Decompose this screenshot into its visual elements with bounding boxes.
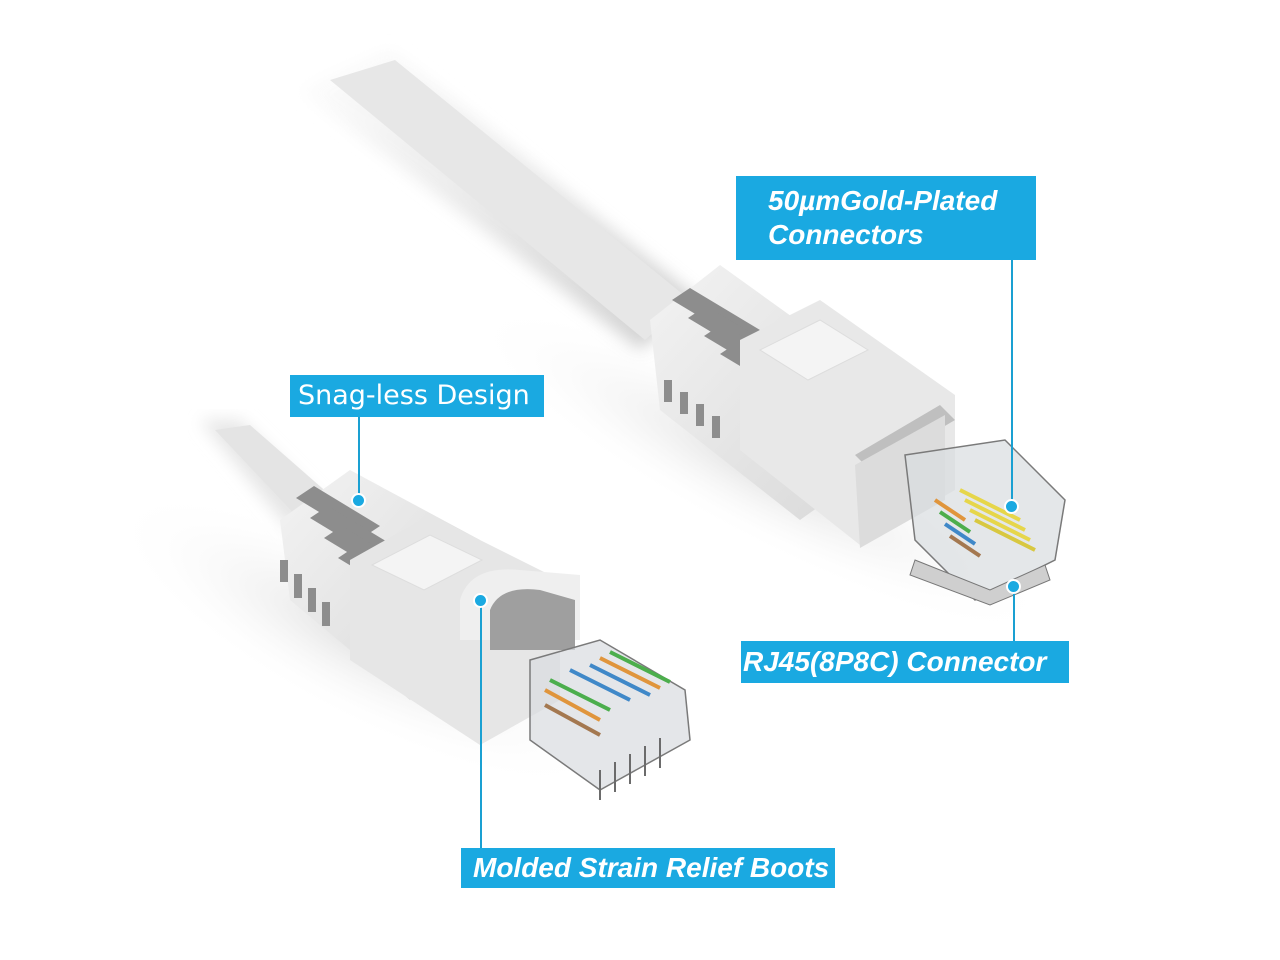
gold-plated-line1: 50µmGold-Plated — [768, 185, 998, 216]
gold-plated-leader-line — [1011, 260, 1013, 504]
snagless-design-label: Snag-less Design — [290, 375, 544, 417]
gold-plated-marker-dot — [1004, 499, 1019, 514]
left-plug — [280, 470, 691, 800]
rj45-connector-label: RJ45(8P8C) Connector — [741, 641, 1069, 683]
rj45-connector-text: RJ45(8P8C) Connector — [743, 646, 1047, 677]
boots-marker-dot — [473, 593, 488, 608]
rj45-marker-dot — [1006, 579, 1021, 594]
gold-plated-connectors-label: 50µmGold-Plated Connectors — [736, 176, 1036, 260]
boots-leader-line — [480, 604, 482, 848]
strain-relief-boots-text: Molded Strain Relief Boots — [473, 852, 830, 883]
rj45-leader-line — [1013, 588, 1015, 641]
right-cable — [300, 50, 700, 350]
snagless-marker-dot — [351, 493, 366, 508]
snagless-design-text: Snag-less Design — [298, 380, 530, 411]
gold-plated-line2: Connectors — [768, 219, 924, 250]
right-plug — [650, 265, 1066, 606]
snagless-leader-line — [358, 417, 360, 497]
strain-relief-boots-label: Molded Strain Relief Boots — [461, 848, 835, 888]
